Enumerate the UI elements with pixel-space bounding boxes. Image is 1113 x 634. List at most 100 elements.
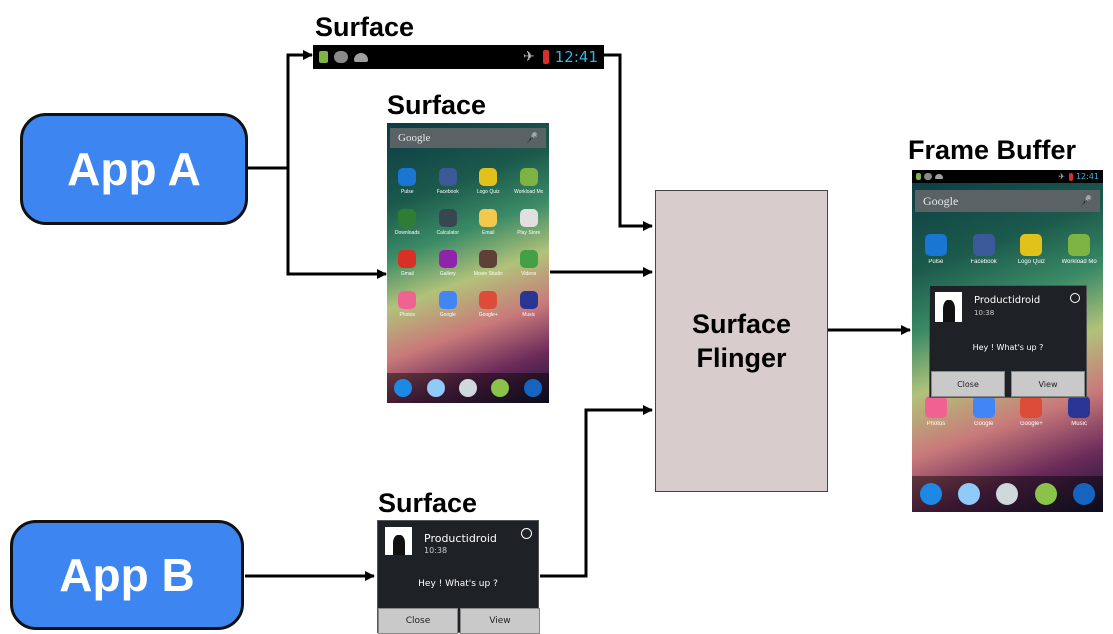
arrow-statusbar-to-flinger [604,53,653,231]
surface-label-home: Surface [387,90,487,120]
app-label: Movie Studio [473,271,503,277]
facebook-icon [438,168,457,186]
app-label: Workload Mo [1061,259,1097,265]
airplane-mode-icon: ✈ [523,49,535,65]
app-icon [1020,234,1043,256]
downloads-icon [398,209,417,227]
fb-dock [912,476,1103,512]
fb-debug-bug-icon [924,173,932,180]
movie-studio-icon [479,250,498,268]
app-shortcut[interactable]: Music [509,291,550,318]
videos-icon [519,250,538,268]
app-label: Facebook [970,259,997,265]
fb-view-button[interactable]: View [1011,371,1085,397]
gmail-icon [398,250,417,268]
app-label: Google+ [1019,421,1043,427]
app-label: Google+ [478,312,498,318]
search-text: Google [398,132,431,144]
phone-icon[interactable] [394,379,413,397]
fb-notification-message: Hey ! What's up ? [972,343,1044,352]
notification-message: Hey ! What's up ? [418,579,498,589]
notification-avatar [385,527,412,555]
app-shortcut[interactable]: Facebook [960,234,1008,265]
app-shortcut[interactable]: Photos [912,396,960,427]
app-shortcut[interactable]: Photos [387,291,428,318]
app-label: Logo Quiz [1017,259,1046,265]
gallery-icon [438,250,457,268]
app-drawer-icon[interactable] [458,379,477,397]
app-shortcut[interactable]: Movie Studio [468,250,509,277]
fb-status-bar: ✈ 12:41 [912,170,1103,183]
play-store-icon [519,209,538,227]
frame-buffer-label: Frame Buffer [908,135,1077,165]
workload-icon [519,168,538,186]
app-shortcut[interactable]: Videos [509,250,550,277]
app-drawer-icon[interactable] [996,483,1019,505]
surface-flinger-box: Surface Flinger [655,190,828,492]
app-icon [924,234,947,256]
fb-close-button[interactable]: Close [931,371,1005,397]
app-label: Email [481,230,495,236]
app-icon [1020,396,1043,418]
app-shortcut[interactable]: Downloads [387,209,428,236]
calculator-icon [438,209,457,227]
app-a-label: App A [67,143,201,195]
app-a-box: App A [20,113,248,225]
fb-android-icon [935,174,943,179]
app-label: Music [522,312,536,318]
app-shortcut[interactable]: Gallery [428,250,469,277]
flinger-line2: Flinger [696,343,787,373]
app-shortcut[interactable]: Email [468,209,509,236]
surface-label-notification: Surface [378,488,478,518]
app-b-label: App B [59,549,195,601]
microphone-icon: 🎤 [525,132,538,144]
app-shortcut[interactable]: Workload Mo [509,168,550,195]
app-shortcut[interactable]: Pulse [912,234,960,265]
fb-whatsapp-icon [1070,293,1080,303]
app-label: Facebook [436,189,459,195]
app-shortcut[interactable]: Play Store [509,209,550,236]
contacts-icon[interactable] [958,483,981,505]
app-shortcut[interactable]: Google [428,291,469,318]
browser-icon[interactable] [1072,483,1095,505]
messaging-icon[interactable] [491,379,510,397]
status-bar-surface: ✈ 12:41 [313,45,604,69]
app-label: Downloads [394,230,420,236]
app-shortcut[interactable]: Workload Mo [1055,234,1103,265]
app-shortcut[interactable]: Google+ [468,291,509,318]
app-label: Play Store [517,230,541,236]
fb-search-text: Google [923,193,959,208]
arrow-notif-to-flinger [540,405,653,578]
fb-google-search-bar: Google 🎤 [915,190,1100,212]
fb-microphone-icon: 🎤 [1079,195,1092,207]
app-label: Calculator [436,230,459,236]
status-time: 12:41 [554,48,598,66]
google-icon [438,291,457,309]
fb-battery-icon [1068,172,1073,181]
pulse-icon [398,168,417,186]
app-shortcut[interactable]: Calculator [428,209,469,236]
app-shortcut[interactable]: Logo Quiz [1008,234,1056,265]
app-shortcut[interactable]: Google [960,396,1008,427]
app-shortcut[interactable]: Logo Quiz [468,168,509,195]
notification-surface: Productidroid 10:38 Hey ! What's up ? Cl… [377,520,540,634]
surface-label-statusbar: Surface [315,12,415,42]
contacts-icon[interactable] [426,379,445,397]
app-b-box: App B [10,520,244,630]
app-shortcut[interactable]: Google+ [1008,396,1056,427]
phone-icon[interactable] [920,483,943,505]
fb-notification-title: Productidroid [974,295,1041,306]
view-button[interactable]: View [460,608,540,634]
app-shortcut[interactable]: Music [1055,396,1103,427]
fb-avatar-figure [942,300,955,322]
notification-time: 10:38 [424,546,448,555]
app-shortcut[interactable]: Pulse [387,168,428,195]
app-label: Videos [521,271,537,277]
close-button[interactable]: Close [378,608,458,634]
app-shortcut[interactable]: Gmail [387,250,428,277]
app-shortcut[interactable]: Facebook [428,168,469,195]
app-label: Photos [926,421,946,427]
browser-icon[interactable] [523,379,542,397]
messaging-icon[interactable] [1034,483,1057,505]
